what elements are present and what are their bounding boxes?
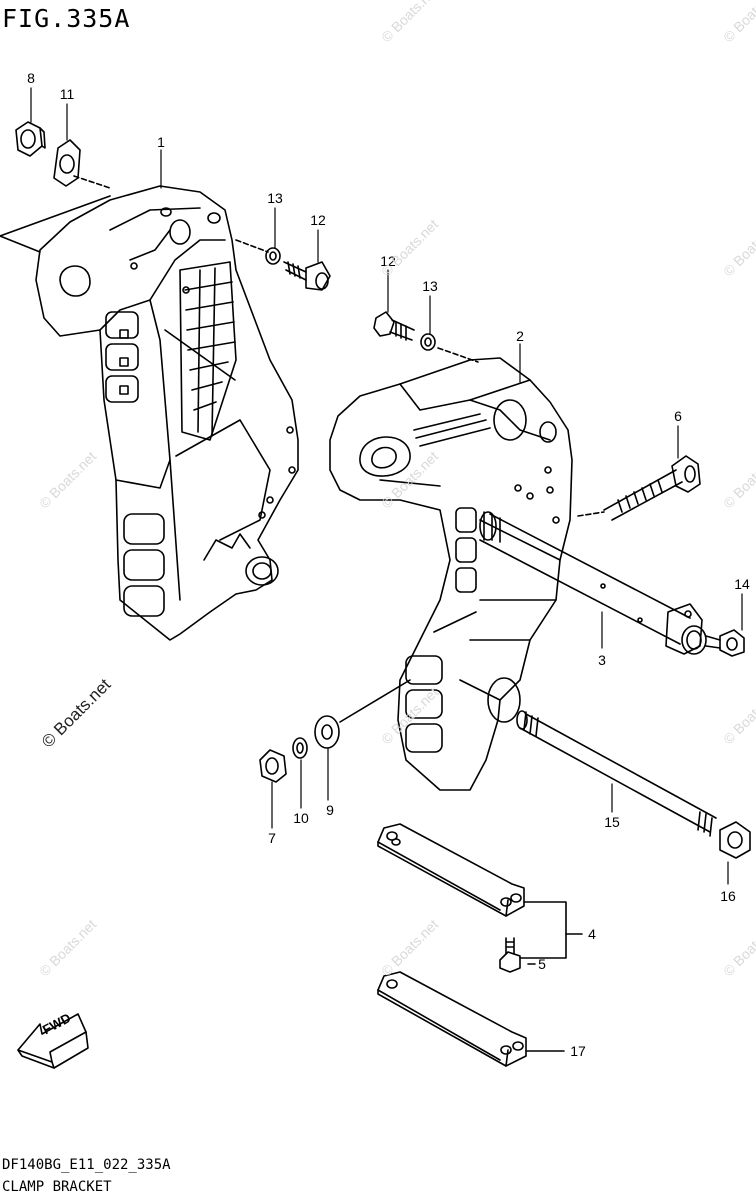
callout-5: 5 bbox=[538, 956, 546, 972]
part-2-clamp-bracket bbox=[329, 357, 573, 791]
part-1-clamp-bracket bbox=[35, 185, 299, 641]
guide-line bbox=[0, 195, 111, 253]
part-6-bolt bbox=[603, 455, 701, 521]
callout-17: 17 bbox=[570, 1043, 586, 1059]
part-10-washer bbox=[292, 737, 308, 759]
part-15-rod bbox=[516, 710, 717, 837]
part-12-bolt-upper bbox=[283, 261, 331, 291]
callout-4: 4 bbox=[588, 926, 596, 942]
figure-name: CLAMP BRACKET bbox=[2, 1179, 112, 1195]
part-12-bolt-right bbox=[373, 311, 415, 341]
part-11-plate bbox=[53, 139, 81, 187]
part-17-plate bbox=[377, 971, 527, 1067]
callout-10: 10 bbox=[293, 810, 309, 826]
callout-9: 9 bbox=[326, 802, 334, 818]
callout-6: 6 bbox=[674, 408, 682, 424]
part-14-bolt bbox=[705, 629, 745, 657]
callout-3: 3 bbox=[598, 652, 606, 668]
part-13-washer-upper bbox=[265, 247, 281, 265]
part-13-washer-right bbox=[420, 333, 436, 351]
part-16-nut bbox=[719, 821, 751, 859]
callout-16: 16 bbox=[720, 888, 736, 904]
part-3-tilt-tube bbox=[479, 511, 707, 655]
callout-7: 7 bbox=[268, 830, 276, 846]
callout-12-right: 12 bbox=[380, 253, 396, 269]
fwd-arrow-icon bbox=[17, 1013, 89, 1069]
callout-15: 15 bbox=[604, 814, 620, 830]
part-7-nut bbox=[259, 749, 287, 783]
callout-8: 8 bbox=[27, 70, 35, 86]
part-8-nut bbox=[15, 121, 46, 157]
part-9-washer bbox=[314, 715, 340, 749]
bracket-4-5 bbox=[519, 901, 567, 959]
callout-1: 1 bbox=[157, 134, 165, 150]
part-4-plate bbox=[377, 823, 525, 917]
figure-code: DF140BG_E11_022_335A bbox=[2, 1157, 171, 1173]
callout-11: 11 bbox=[59, 86, 75, 102]
callout-13-upper: 13 bbox=[267, 190, 283, 206]
callout-14: 14 bbox=[734, 576, 750, 592]
leader-dashed bbox=[73, 175, 111, 189]
callout-13-right: 13 bbox=[422, 278, 438, 294]
part-5-bolt bbox=[499, 937, 521, 973]
figure-title: FIG.335A bbox=[2, 4, 131, 33]
callout-12-upper: 12 bbox=[310, 212, 326, 228]
leader-lines bbox=[30, 87, 743, 885]
callout-2: 2 bbox=[516, 328, 524, 344]
